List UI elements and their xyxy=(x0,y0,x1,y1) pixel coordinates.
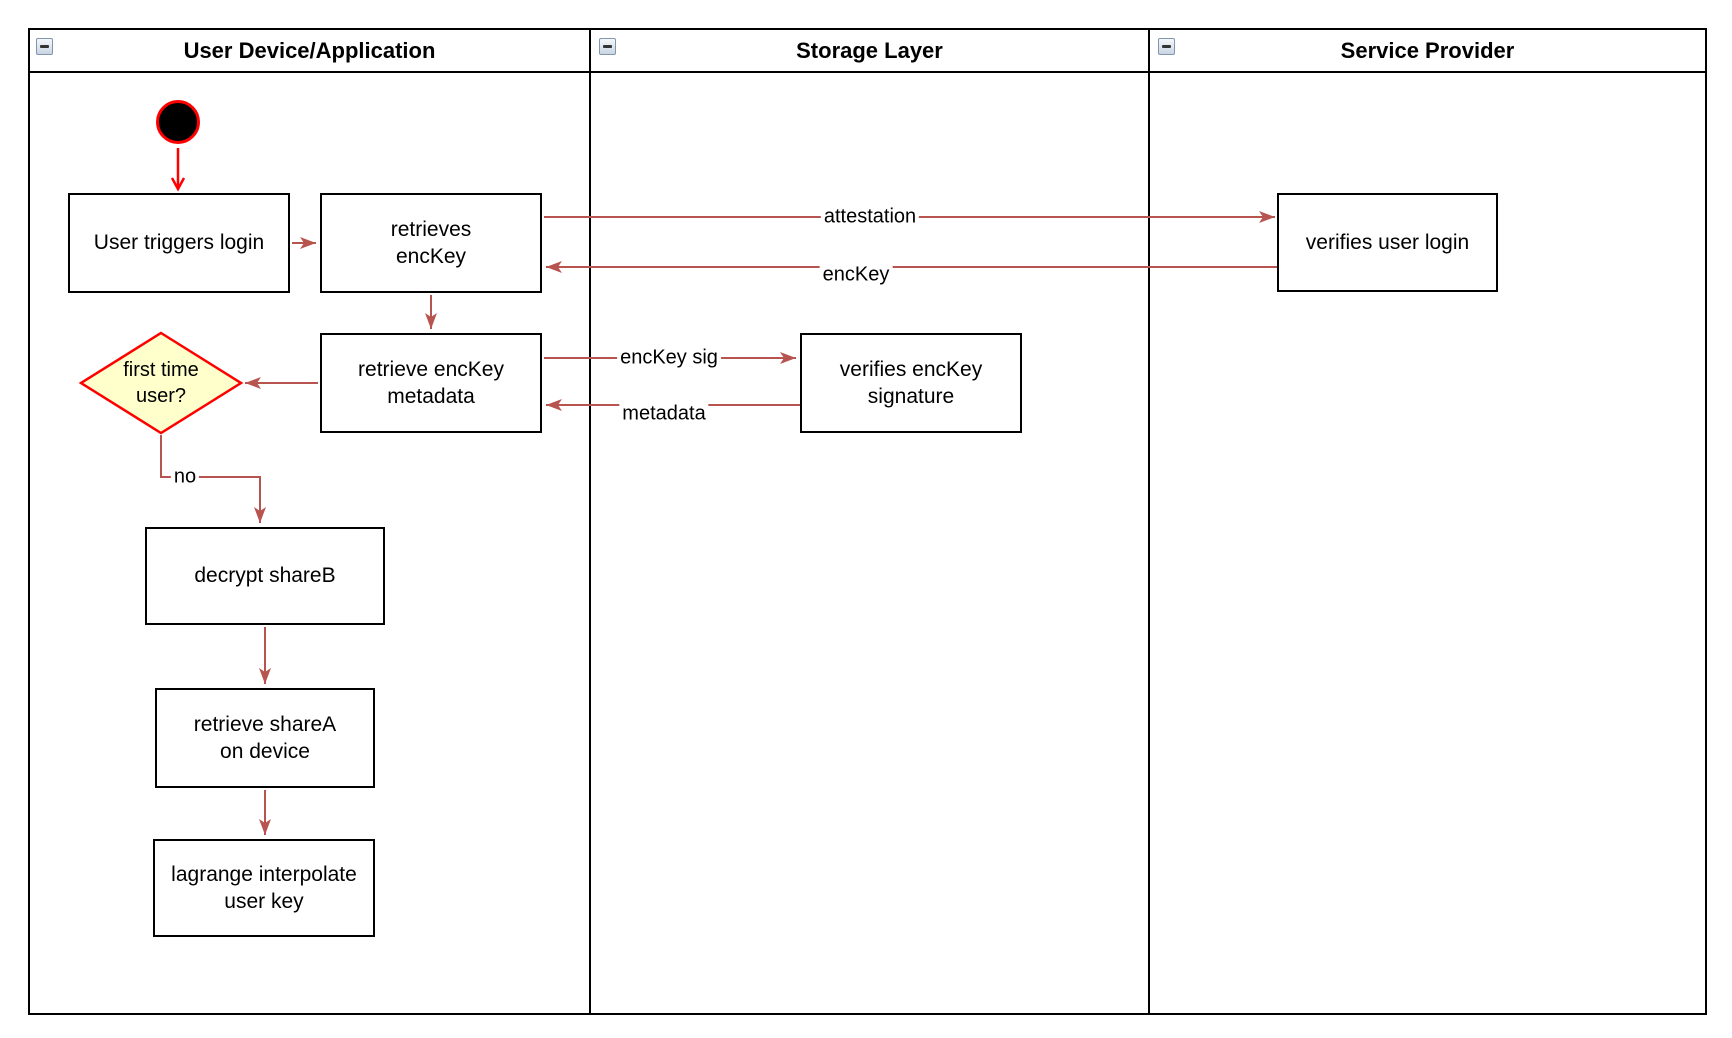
lane-header-user-device[interactable]: User Device/Application xyxy=(30,30,589,71)
frame-left xyxy=(28,28,30,1015)
activity-retrieves-enckey[interactable]: retrieves encKey xyxy=(320,193,542,293)
activity-verifies-enckey-signature[interactable]: verifies encKey signature xyxy=(800,333,1022,433)
activity-retrieve-sharea-on-device[interactable]: retrieve shareA on device xyxy=(155,688,375,788)
edge-label-enckey-sig: encKey sig xyxy=(617,346,721,370)
lane-separator-2 xyxy=(1148,28,1150,1015)
node-label: retrieves encKey xyxy=(390,217,472,268)
edge-label-metadata: metadata xyxy=(619,402,709,426)
edge-no-branch xyxy=(160,435,266,523)
decision-first-time-user[interactable]: first time user? xyxy=(81,333,241,433)
lane-title: Service Provider xyxy=(1340,37,1515,63)
frame-top xyxy=(28,28,1707,30)
activity-verifies-user-login[interactable]: verifies user login xyxy=(1277,193,1498,292)
header-separator xyxy=(28,71,1707,73)
node-label: verifies encKey signature xyxy=(839,357,983,408)
lane-separator-1 xyxy=(589,28,591,1015)
edge-label-enckey: encKey xyxy=(819,263,893,287)
lane-header-service-provider[interactable]: Service Provider xyxy=(1150,30,1705,71)
lane-title: Storage Layer xyxy=(796,37,943,63)
activity-decrypt-shareb[interactable]: decrypt shareB xyxy=(145,527,385,625)
edge-label-attestation: attestation xyxy=(820,205,920,229)
minus-icon[interactable] xyxy=(599,38,616,55)
decision-diamond-shape xyxy=(78,331,244,435)
minus-glyph xyxy=(1162,45,1171,48)
node-label: retrieve shareA on device xyxy=(193,712,337,763)
frame-right xyxy=(1705,28,1707,1015)
lane-header-storage-layer[interactable]: Storage Layer xyxy=(591,30,1148,71)
minus-glyph xyxy=(40,45,49,48)
activity-user-triggers-login[interactable]: User triggers login xyxy=(68,193,290,293)
node-label: verifies user login xyxy=(1305,230,1470,254)
node-label: first time user? xyxy=(123,359,199,407)
node-label: retrieve encKey metadata xyxy=(358,357,504,408)
node-label: User triggers login xyxy=(93,231,265,255)
minus-glyph xyxy=(603,45,612,48)
activity-retrieve-enckey-metadata[interactable]: retrieve encKey metadata xyxy=(320,333,542,433)
node-label: lagrange interpolate user key xyxy=(171,862,357,913)
activity-lagrange-interpolate-user-key[interactable]: lagrange interpolate user key xyxy=(153,839,375,937)
minus-icon[interactable] xyxy=(36,38,53,55)
start-node[interactable] xyxy=(156,100,200,144)
minus-icon[interactable] xyxy=(1158,38,1175,55)
edge-label-no: no xyxy=(170,465,200,489)
frame-bottom xyxy=(28,1013,1707,1015)
lane-title: User Device/Application xyxy=(183,37,436,63)
node-label: decrypt shareB xyxy=(194,564,336,588)
